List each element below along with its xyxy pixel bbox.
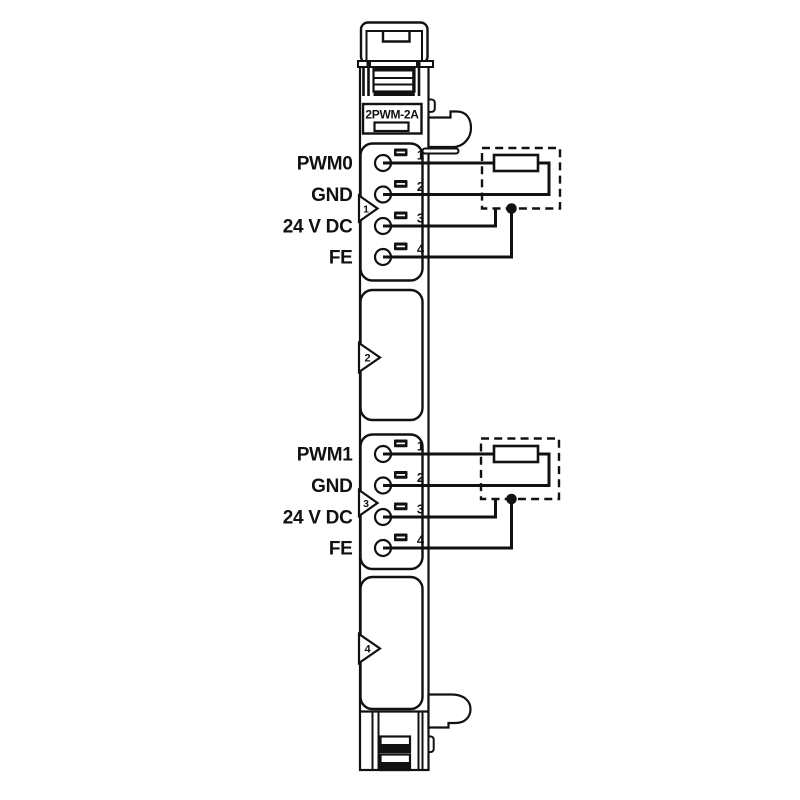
wire-gnd-lower bbox=[383, 452, 551, 487]
band-tick-left bbox=[366, 61, 371, 67]
module-label-plate: 2PWM-2A bbox=[361, 102, 423, 135]
wiring-upper bbox=[383, 146, 562, 259]
pin-number: 3 bbox=[417, 211, 424, 226]
connection-marker-1-icon bbox=[357, 193, 380, 224]
terminal-block-upper: 1 1 PWM0 2 GND 3 24 V DC 4 FE bbox=[283, 148, 425, 269]
connection-marker-3-label: 3 bbox=[363, 498, 369, 510]
pin-number: 4 bbox=[417, 533, 425, 548]
terminal-circle bbox=[373, 153, 393, 173]
base-slot-bar bbox=[381, 744, 409, 751]
connection-marker-2-label: 2 bbox=[364, 353, 370, 365]
hook-pin-top bbox=[421, 147, 460, 155]
terminal-circle bbox=[373, 185, 393, 204]
module-type-label: 2PWM-2A bbox=[365, 108, 419, 122]
junction-dot-lower bbox=[506, 493, 517, 505]
release-clamp bbox=[362, 66, 421, 96]
load-resistor-lower-icon bbox=[492, 444, 540, 464]
panel-marker-4: 4 bbox=[357, 631, 382, 666]
din-rail-hook-top-icon bbox=[427, 110, 473, 149]
terminal-circle bbox=[373, 216, 393, 236]
base-slot-bar bbox=[381, 762, 409, 769]
wire-fe-upper bbox=[383, 208, 513, 259]
mounting-feet bbox=[421, 98, 473, 753]
module-body: 2PWM-2A bbox=[357, 21, 473, 772]
connection-marker-4-icon bbox=[357, 631, 382, 666]
terminal-block-lower: 3 1 PWM1 2 GND 3 24 V DC 4 FE bbox=[283, 439, 425, 560]
terminal-label-fe: FE bbox=[329, 248, 353, 269]
terminal-circle bbox=[373, 507, 393, 527]
top-cap-latch-icon bbox=[381, 31, 411, 43]
clamp-top-bar bbox=[373, 67, 415, 72]
pin-number: 4 bbox=[417, 242, 425, 257]
terminal-label-24vdc: 24 V DC bbox=[283, 508, 353, 529]
top-cap bbox=[357, 21, 434, 68]
band-tick-right bbox=[416, 61, 421, 67]
wire-gnd-upper bbox=[383, 161, 551, 196]
terminal-label-24vdc: 24 V DC bbox=[283, 217, 353, 238]
terminal-circle bbox=[373, 538, 393, 558]
connection-marker-3-icon bbox=[357, 487, 380, 519]
din-rail-hook-bottom-icon bbox=[427, 693, 472, 729]
side-tab-top bbox=[427, 98, 436, 113]
base-connector bbox=[360, 710, 429, 772]
pin-number: 3 bbox=[417, 502, 424, 517]
terminal-circle bbox=[373, 476, 393, 495]
terminal-label-gnd: GND bbox=[311, 476, 352, 497]
pin-number: 1 bbox=[417, 148, 424, 163]
load-box-lower bbox=[479, 437, 561, 501]
base-slot bbox=[379, 753, 412, 772]
terminal-label-gnd: GND bbox=[311, 185, 352, 206]
wire-24vdc-upper bbox=[383, 208, 497, 228]
terminal-label-pwm1: PWM1 bbox=[297, 445, 354, 466]
pin-number: 1 bbox=[417, 439, 424, 454]
wire-24vdc-lower bbox=[383, 498, 497, 519]
terminal-label-fe: FE bbox=[329, 539, 353, 560]
panel-marker-2: 2 bbox=[357, 340, 382, 375]
pin-number: 2 bbox=[417, 179, 424, 194]
connection-marker-1-label: 1 bbox=[363, 204, 369, 216]
side-tab-bottom bbox=[427, 735, 435, 753]
junction-dot-upper bbox=[506, 203, 517, 214]
terminal-circle bbox=[373, 247, 393, 267]
base-slot bbox=[379, 735, 412, 754]
wire-fe-lower bbox=[383, 499, 513, 550]
load-resistor-upper-icon bbox=[492, 153, 540, 173]
wiring-lower bbox=[383, 437, 561, 550]
top-cap-outline bbox=[359, 21, 429, 65]
terminal-label-pwm0: PWM0 bbox=[297, 154, 353, 175]
pin-number: 2 bbox=[417, 470, 424, 485]
load-box-upper bbox=[480, 146, 562, 210]
connection-marker-4-label: 4 bbox=[364, 644, 371, 656]
connection-marker-2-icon bbox=[357, 340, 382, 375]
clamp-bottom-bar bbox=[373, 91, 415, 96]
terminal-circle bbox=[373, 444, 393, 464]
label-plate-slot bbox=[373, 121, 410, 133]
